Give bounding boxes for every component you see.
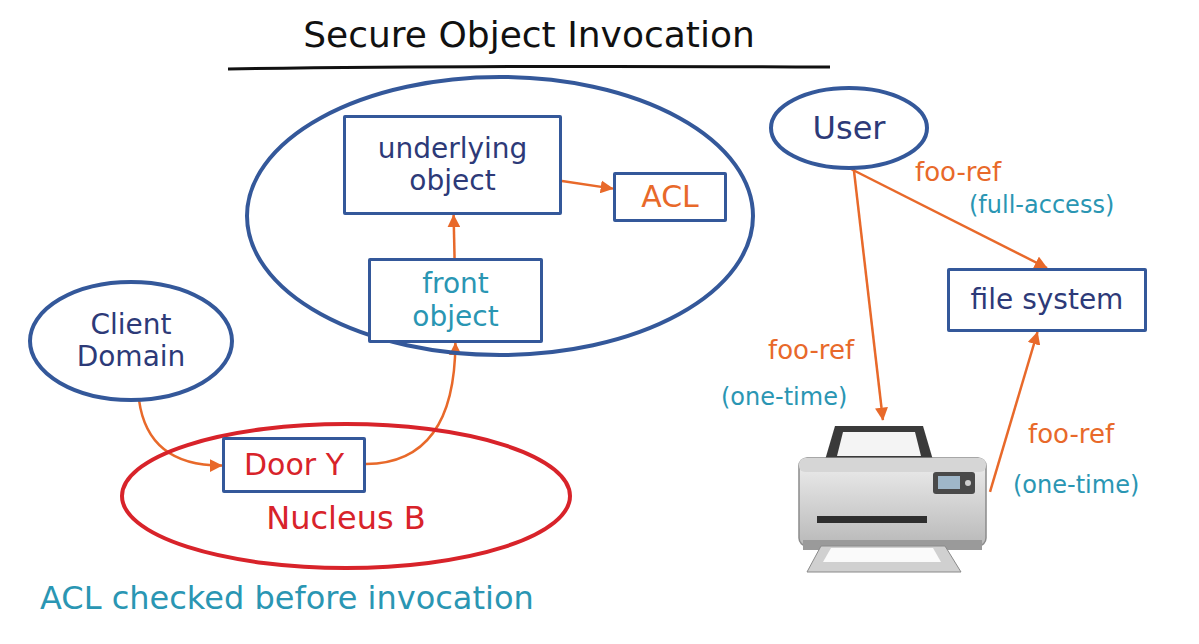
node-label: ACL [641,180,699,215]
diagram-caption: ACL checked before invocation [40,580,534,617]
nucleus-ellipse: Nucleus B Door Y [120,422,572,570]
printer-illustration [795,420,990,585]
arrow-connector [562,181,613,189]
edge-label: foo-ref [912,158,1004,188]
text-area: front object [371,261,540,340]
node-label: Nucleus B [266,500,425,537]
output-tray [807,546,961,572]
ellipse-shape [30,282,232,400]
ellipse-shape [122,424,570,568]
node-label: file system [971,284,1124,316]
node-label: User [813,110,886,147]
text-area: ACL [616,175,724,219]
ellipse-shape [771,88,927,168]
printer-top [799,458,986,472]
ellipse-shape [247,77,753,355]
edge-label: foo-ref [765,336,857,366]
panel-button [965,480,971,486]
paper-sheet [837,432,921,456]
file-system-box: file system [947,268,1147,332]
text-area: file system [950,271,1144,329]
output-slot [817,516,927,523]
annotation-label: (full-access) [966,192,1117,220]
node-label: Door Y [244,448,344,483]
object-box: underlying object [343,115,562,215]
annotation-label: (one-time) [1010,472,1142,500]
arrow-connector [452,215,455,258]
annotation-label: (one-time) [718,384,850,412]
arrow-connector [990,332,1037,492]
output-paper [823,548,941,562]
text-area: Nucleus B [120,500,572,537]
domain-ellipse: underlying objectACL front object [245,75,755,357]
node-label: underlying object [354,133,551,197]
printer-node [795,420,990,585]
text-area: underlying object [346,118,559,212]
arrow-connector [139,400,222,466]
object-box: front object [368,258,543,343]
arrow-connector [854,168,883,420]
node-label: front object [379,268,532,332]
door-box: Door Y [222,437,366,493]
acl-box: ACL [613,172,727,222]
edge-label: foo-ref [1025,420,1117,450]
panel-screen [938,476,960,489]
node-label: Client Domain [56,309,206,373]
arrow-connector [366,343,455,464]
title-underline [228,66,830,69]
user-ellipse: User [769,86,929,170]
domain-ellipse: Client Domain [28,280,234,402]
text-area: Door Y [225,440,363,490]
control-panel [933,472,975,494]
diagram-title: Secure Object Invocation [228,14,830,55]
paper-feed-tray [825,426,933,460]
text-area [795,420,990,585]
printer-body [799,458,986,546]
text-area: Client Domain [28,280,234,402]
text-area: User [769,86,929,170]
